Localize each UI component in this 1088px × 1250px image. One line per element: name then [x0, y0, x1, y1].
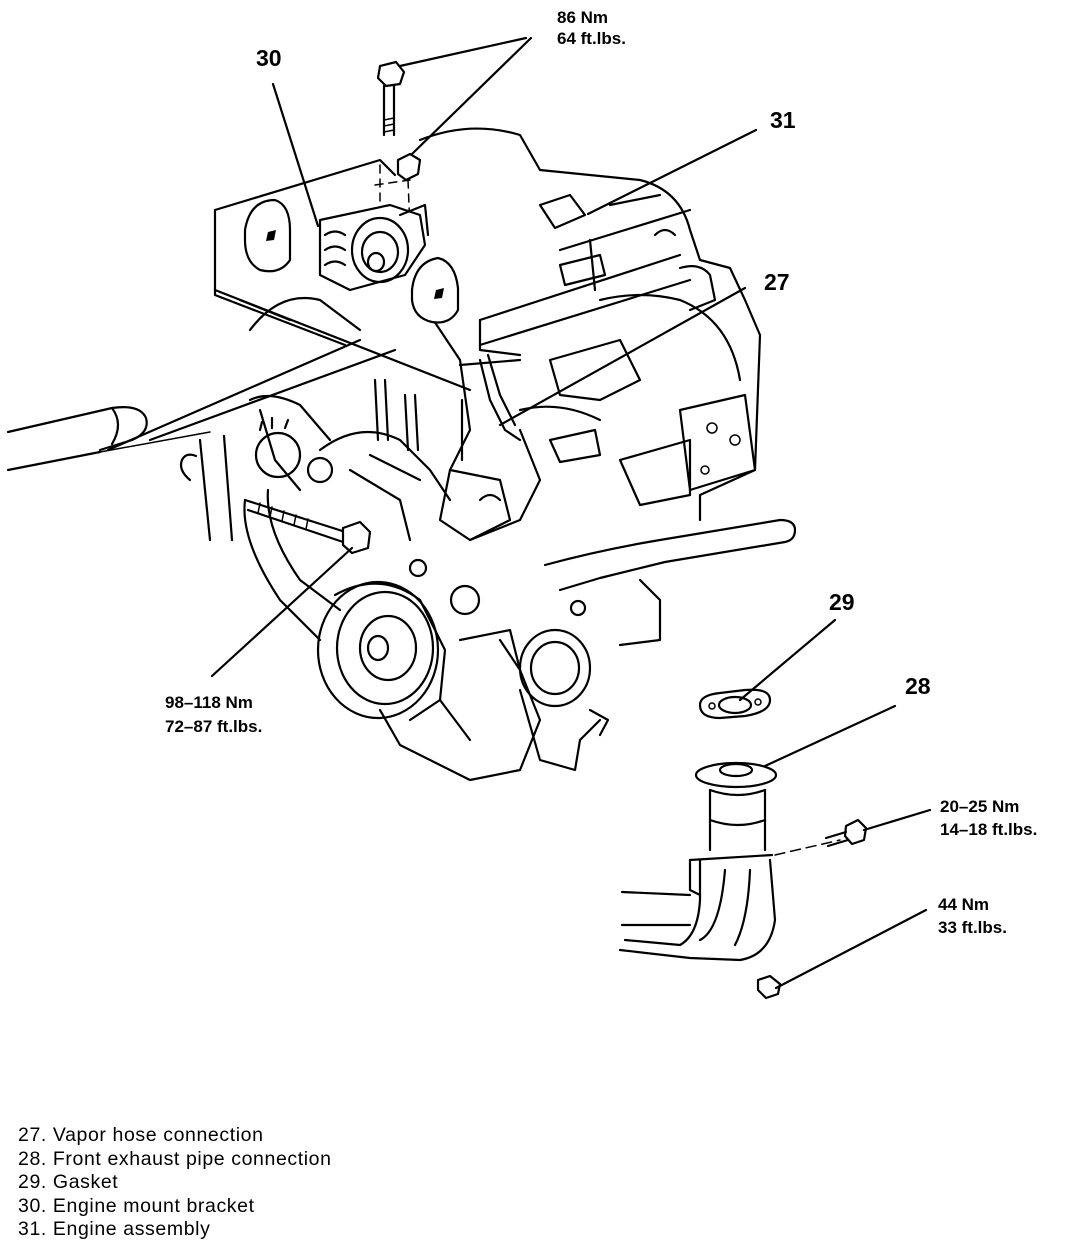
- legend-item: 28. Front exhaust pipe connection: [18, 1147, 332, 1170]
- callout-29: 29: [829, 589, 855, 615]
- callout-27: 27: [764, 269, 790, 295]
- pulley-bolt-drawing: [179, 453, 372, 555]
- pipe-nut-drawing: [756, 974, 782, 1000]
- torque-pipe-nut-nm: 44 Nm: [938, 895, 989, 914]
- torque-mount-bolt-ftlbs: 64 ft.lbs.: [557, 29, 626, 48]
- legend-item: 27. Vapor hose connection: [18, 1124, 264, 1146]
- engine-mount-bracket-drawing: [318, 203, 430, 292]
- callout-30: 30: [256, 45, 282, 71]
- callout-28: 28: [905, 673, 931, 699]
- legend: 27. Vapor hose connection 28. Front exha…: [18, 1124, 332, 1242]
- mount-bolt-drawing: [376, 60, 406, 137]
- mount-tab-right-drawing: [410, 256, 460, 324]
- legend-item: 31. Engine assembly: [18, 1218, 211, 1240]
- mount-nut-drawing: [396, 152, 422, 182]
- torque-pulley-bolt-ftlbs: 72–87 ft.lbs.: [165, 717, 262, 736]
- pipe-bolt-drawing: [824, 818, 868, 848]
- legend-item: 30. Engine mount bracket: [18, 1194, 255, 1217]
- torque-pipe-nut-ftlbs: 33 ft.lbs.: [938, 918, 1007, 937]
- leader-lines: [210, 36, 932, 990]
- callout-31: 31: [770, 107, 796, 133]
- torque-pipe-bolt-ftlbs: 14–18 ft.lbs.: [940, 820, 1037, 839]
- legend-item: 29. Gasket: [18, 1171, 119, 1193]
- engine-assembly-drawing: [6, 127, 797, 782]
- torque-mount-bolt-nm: 86 Nm: [557, 8, 608, 27]
- mount-tab-left-drawing: [243, 198, 292, 273]
- front-exhaust-pipe-drawing: [618, 761, 841, 962]
- gasket-drawing: [698, 688, 772, 720]
- torque-pulley-bolt-nm: 98–118 Nm: [165, 693, 253, 712]
- torque-pipe-bolt-nm: 20–25 Nm: [940, 797, 1019, 816]
